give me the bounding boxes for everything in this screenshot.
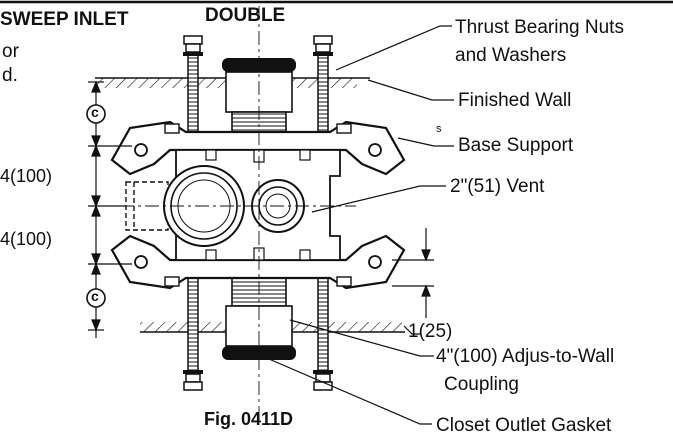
adjus-to-wall-label-line1: 4"(100) Adjus-to-Wall (436, 346, 615, 367)
centerline-symbol-upper (86, 104, 106, 124)
thrust-nut-bottom-left (183, 370, 203, 391)
dimension-upper-label: 4(100) (0, 166, 53, 186)
offset-dimension-right (392, 228, 434, 318)
lower-gasket (222, 346, 296, 360)
thrust-nut-top-left (183, 35, 203, 56)
leader-lines (261, 25, 454, 425)
vent-label: 2"(51) Vent (450, 176, 545, 197)
header-fragment-line2: d. (2, 65, 18, 86)
centerline-symbol-lower (86, 288, 106, 308)
thrust-bearing-label-line1: Thrust Bearing Nuts (455, 17, 624, 38)
base-support-label: Base Support (458, 135, 574, 156)
adjus-to-wall-label-line2: Coupling (444, 374, 519, 395)
centerline-letter-lower: c (91, 288, 99, 304)
base-support-upper (110, 120, 406, 176)
finished-wall-label: Finished Wall (458, 90, 572, 111)
header-fragment-line1: or (2, 41, 19, 62)
dimension-lower-label: 4(100) (0, 229, 53, 249)
closet-outlet-gasket-label: Closet Outlet Gasket (436, 415, 612, 436)
centerline-letter-upper: c (91, 104, 99, 120)
offset-dimension-label: 1(25) (408, 321, 453, 342)
thrust-nut-top-right (313, 35, 333, 56)
figure-caption: Fig. 0411D (204, 409, 294, 429)
thrust-bearing-label-line2: and Washers (455, 45, 567, 66)
base-support-mark: s (436, 123, 442, 135)
centerlines (120, 6, 356, 420)
header-title-right: DOUBLE (205, 5, 286, 26)
header-title-left: SWEEP INLET (0, 9, 129, 30)
thrust-nut-bottom-right (313, 370, 333, 391)
